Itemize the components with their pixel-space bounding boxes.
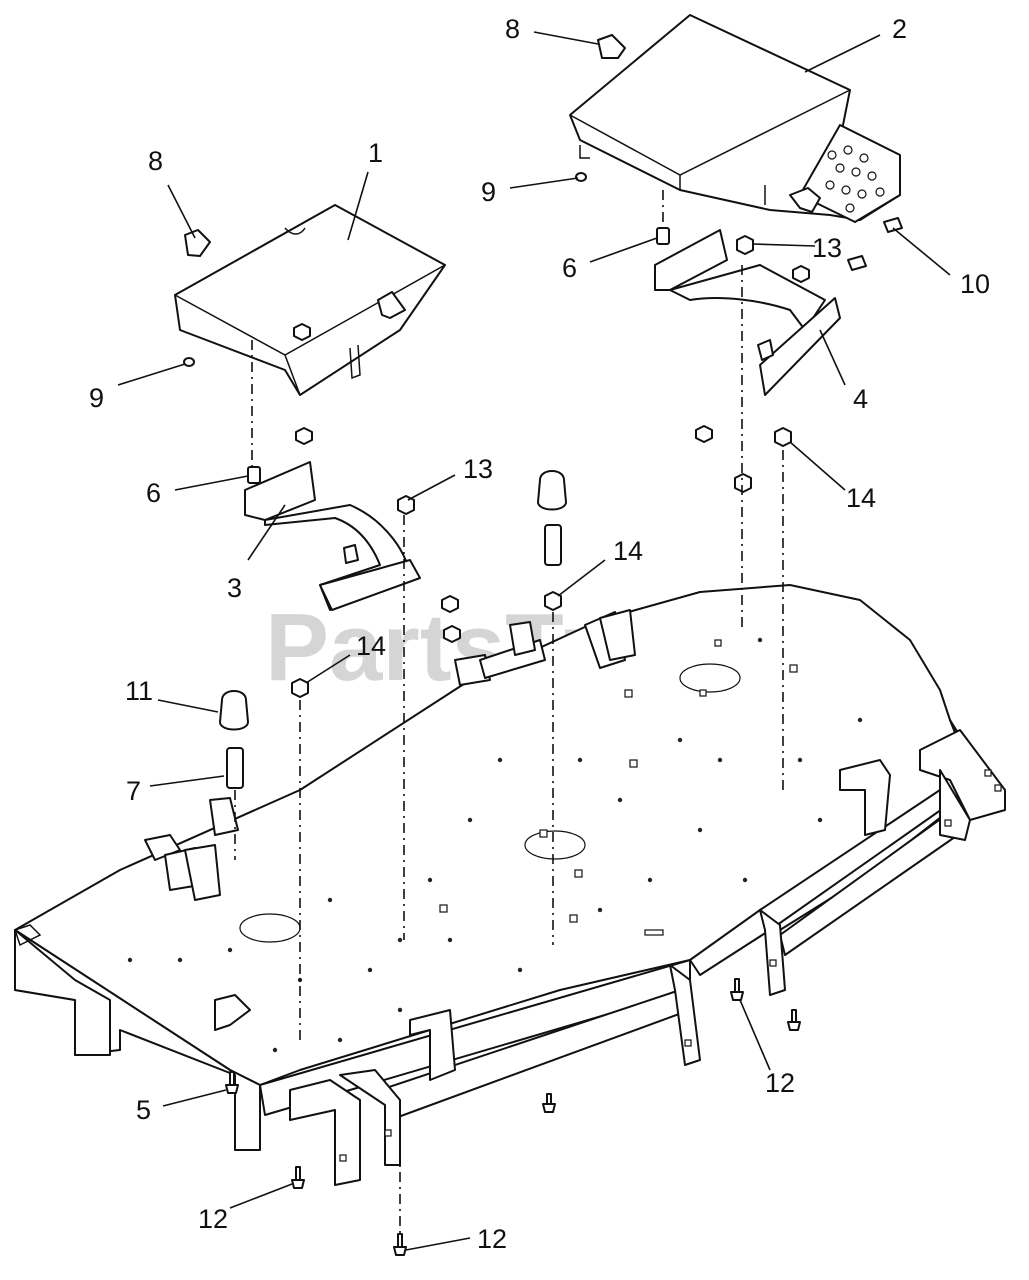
bolt-14-center [544,591,562,611]
nut-9-right [575,172,587,182]
belt-cover-left [174,204,446,396]
callout-14-left: 14 [356,631,386,661]
nut-13-left [397,495,415,515]
nut-9-left [183,357,195,367]
callout-7: 7 [126,776,141,806]
spindle-opening-left [239,913,301,943]
callout-12-left: 12 [198,1204,228,1234]
spindle-opening-right [679,663,741,693]
spacer-left [226,747,244,789]
knob-loose [377,291,406,319]
callout-12-right: 12 [765,1068,795,1098]
assembly-lines [234,190,784,1235]
callout-13-left: 13 [463,454,493,484]
callout-14-center: 14 [613,536,643,566]
callout-9-right: 9 [481,177,496,207]
bolt-12-c [730,978,744,1001]
spacer-right [544,524,562,566]
callout-8-left: 8 [148,146,163,176]
callout-13-right: 13 [812,233,842,263]
callout-12-bottom: 12 [477,1224,507,1254]
callout-3: 3 [227,573,242,603]
knob-right [597,34,626,59]
callout-9-left: 9 [89,383,104,413]
clip-right [656,227,670,245]
deck-shell [14,584,1006,1186]
roller-left [219,690,249,731]
callout-6-right: 6 [562,253,577,283]
clip-left [247,466,261,484]
callout-2: 2 [892,14,907,44]
knob-left [184,229,211,257]
spindle-opening-center [524,830,586,860]
callout-14-right: 14 [846,483,876,513]
callout-4: 4 [853,384,868,414]
callout-5: 5 [136,1095,151,1125]
bolt-14-right [774,427,792,447]
callout-1: 1 [368,138,383,168]
callout-11: 11 [125,676,153,706]
callout-6-left: 6 [146,478,161,508]
cover-bracket-left [244,461,421,611]
bolt-14-left [291,678,309,698]
callout-labels: 1 2 3 4 5 6 6 7 8 8 9 9 10 11 12 12 12 1… [89,14,990,1254]
cover-vent-holes [825,145,885,213]
belt-cover-right [569,14,901,223]
leader-lines [117,31,951,1251]
callout-10: 10 [960,269,990,299]
hardware [183,34,903,1256]
bolt-12-b [393,1233,407,1256]
bolt-12-a [291,1166,305,1189]
roller-right [537,470,567,511]
deck-holes [127,637,883,1053]
callout-8-right: 8 [505,14,520,44]
cover-bracket-right [654,229,841,396]
nut-13-right [736,235,754,255]
stud-10 [883,217,903,233]
bolt-5 [225,1071,239,1094]
